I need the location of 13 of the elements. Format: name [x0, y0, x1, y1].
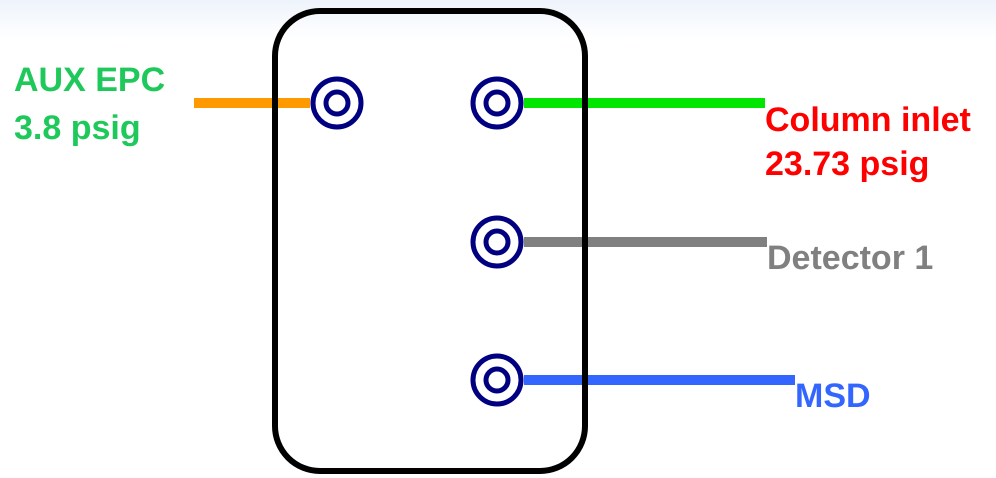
port-fitting [310, 76, 364, 130]
splitter-device-body [272, 8, 588, 474]
gas-tube [524, 375, 795, 385]
port-label: AUX EPC 3.8 psig [14, 56, 194, 152]
port-label: MSD [795, 374, 885, 418]
port-fitting [470, 215, 524, 269]
port-label: Detector 1 [767, 236, 952, 280]
port-label: Column inlet 23.73 psig [765, 98, 985, 188]
gas-tube [524, 98, 765, 108]
port-fitting [470, 353, 524, 407]
port-fitting [470, 76, 524, 130]
gas-tube [194, 98, 310, 108]
gas-tube [524, 237, 767, 247]
